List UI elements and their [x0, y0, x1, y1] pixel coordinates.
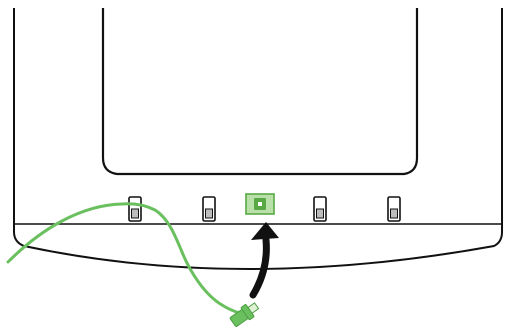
cable-plug-icon[interactable]: [229, 300, 261, 328]
port: [128, 196, 142, 222]
port: [387, 196, 401, 222]
cable: [6, 202, 242, 315]
arrow-shaft: [249, 236, 270, 299]
screen-panel: [101, 8, 419, 176]
port: [202, 196, 216, 222]
housing-outline: [13, 8, 503, 270]
cable-line: [6, 202, 242, 315]
curved-arrow-up-icon: [249, 222, 279, 299]
port-row: [128, 193, 401, 222]
arrow-head: [251, 222, 279, 240]
highlighted-port-icon[interactable]: [245, 193, 275, 215]
port: [313, 196, 327, 222]
monitor-housing: [13, 8, 503, 270]
